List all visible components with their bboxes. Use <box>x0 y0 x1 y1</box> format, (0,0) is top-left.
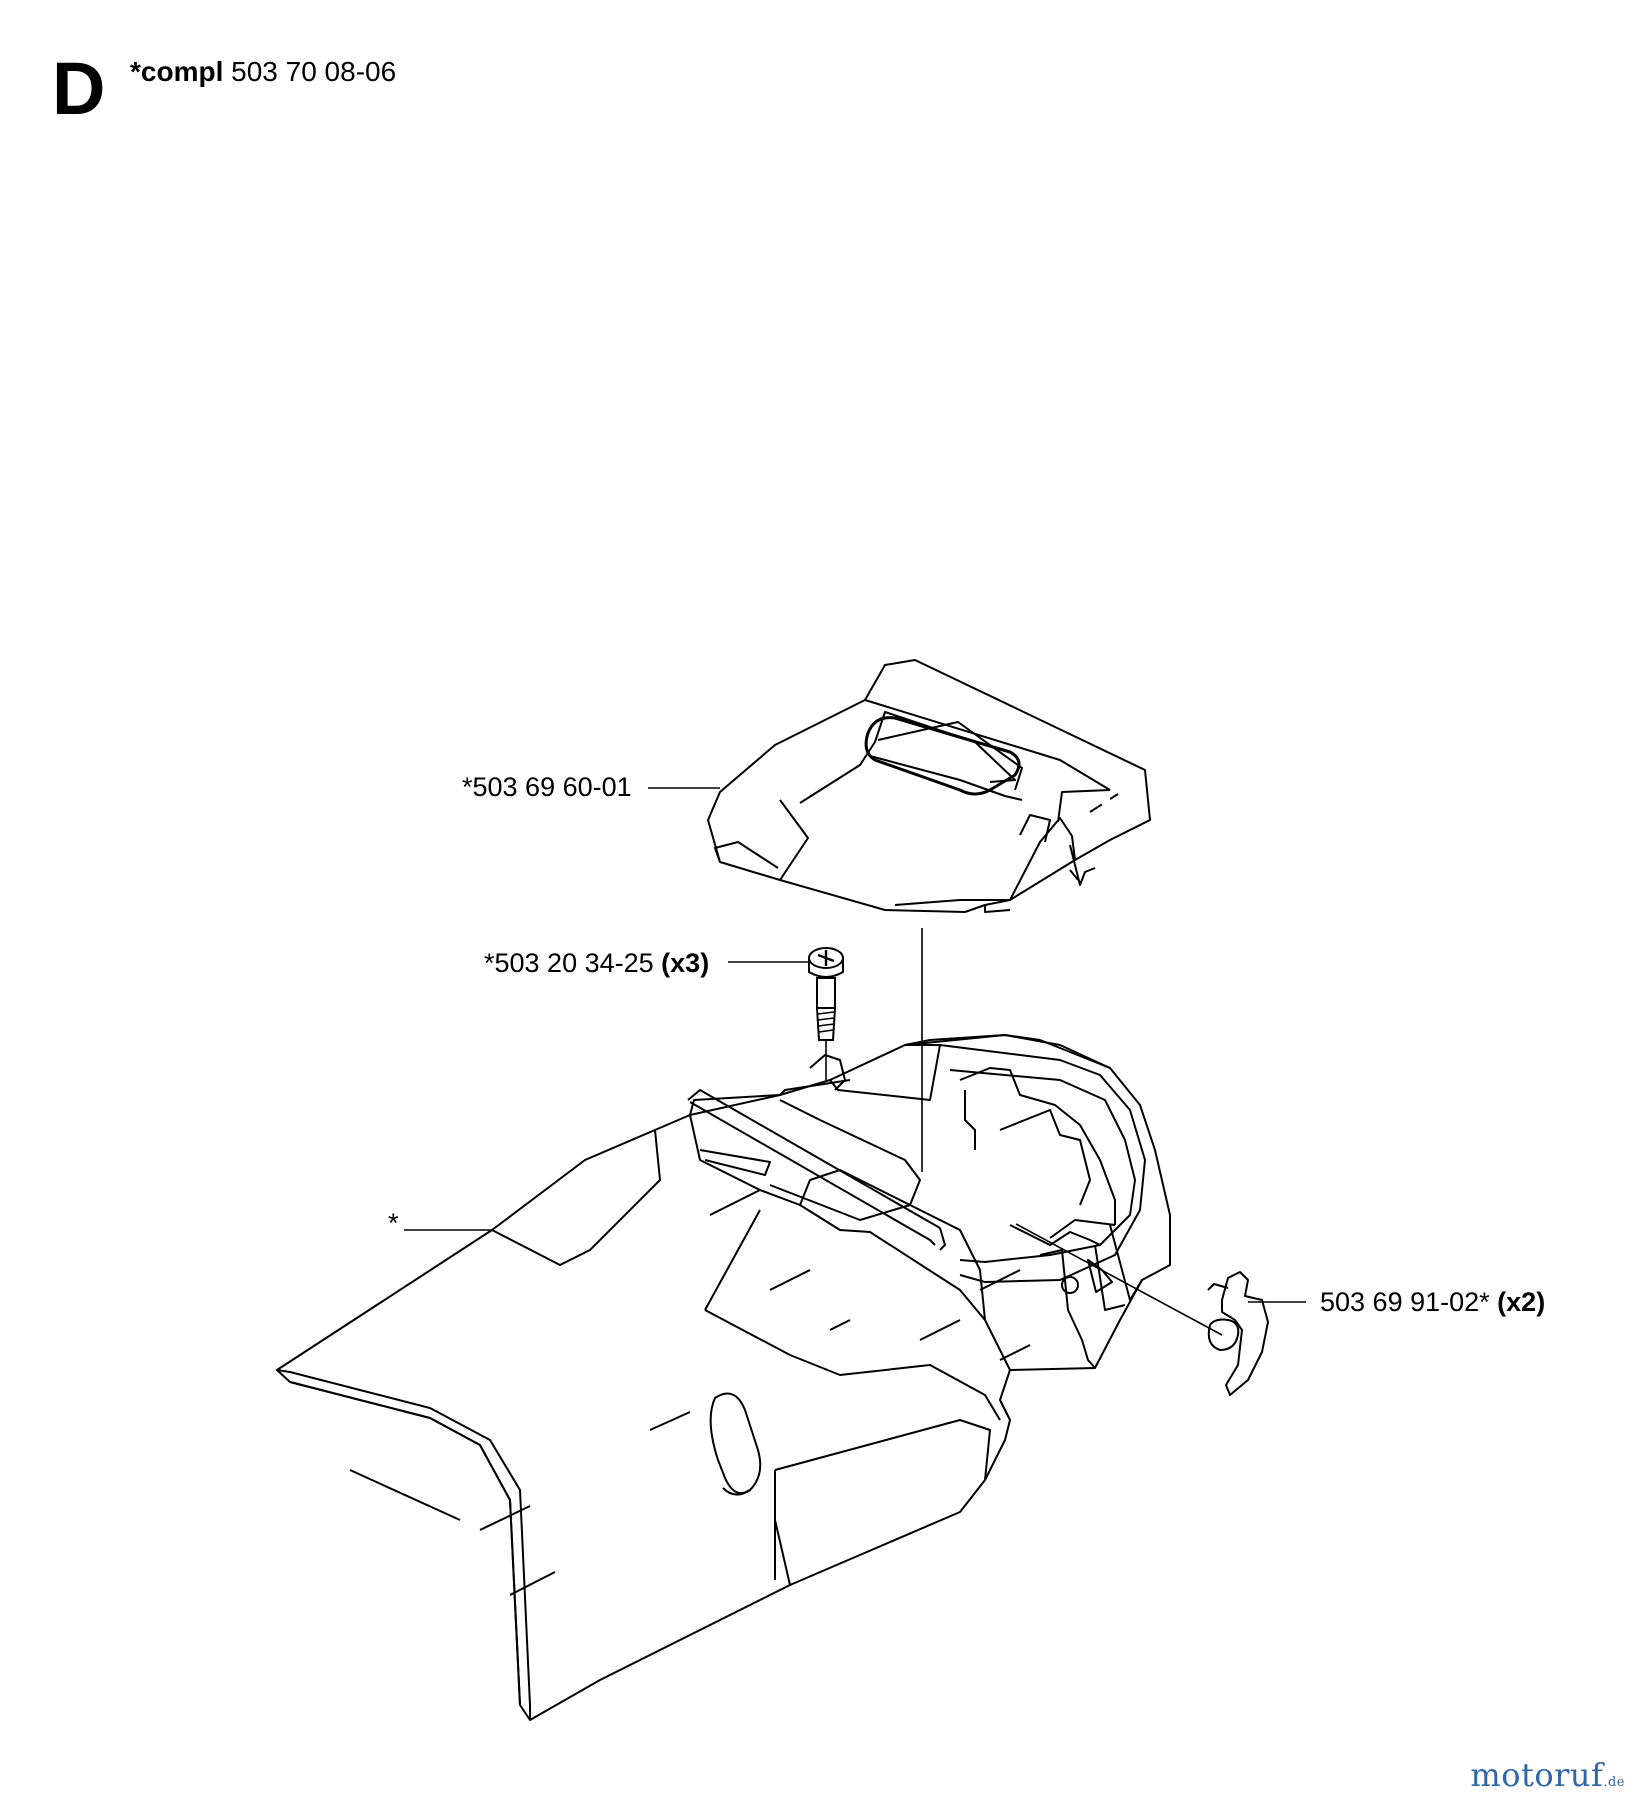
screw-qty: (x3) <box>661 948 710 978</box>
cylinder-cover-label: * <box>388 1208 399 1238</box>
leader-lines <box>404 787 1306 1336</box>
clip-qty: (x2) <box>1497 1287 1546 1317</box>
clip-label: 503 69 91-02* (x2) <box>1320 1289 1545 1316</box>
watermark-tld: .de <box>1603 1775 1625 1790</box>
air-filter-cover-drawing <box>707 659 1151 913</box>
watermark-brand: motoruf <box>1470 1756 1604 1794</box>
watermark-logo: motoruf.de <box>1470 1756 1625 1794</box>
clip-number: 503 69 91-02* <box>1320 1287 1490 1317</box>
screw-drawing <box>808 947 844 1080</box>
screw-number: *503 20 34-25 <box>484 948 654 978</box>
screw-label: *503 20 34-25 (x3) <box>484 950 709 977</box>
assembly-label: *compl 503 70 08-06 <box>130 58 396 86</box>
cylinder-cover-drawing <box>276 1034 1171 1721</box>
section-letter: D <box>52 47 106 130</box>
assembly-prefix: *compl <box>130 56 224 87</box>
clip-drawing <box>1207 1271 1269 1396</box>
air-filter-cover-label: *503 69 60-01 <box>462 772 632 802</box>
assembly-number: 503 70 08-06 <box>231 56 397 87</box>
